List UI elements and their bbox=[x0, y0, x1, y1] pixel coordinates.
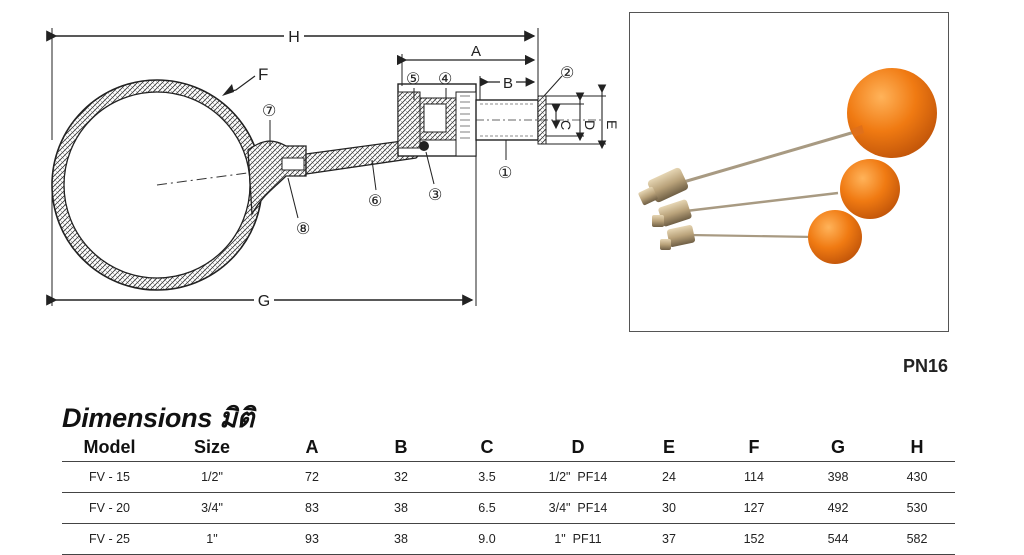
part-label-3: ③ bbox=[428, 187, 442, 204]
part-label-f: F bbox=[258, 65, 268, 84]
table-header-row: Model Size A B C D E F G H bbox=[62, 433, 955, 462]
part-label-7: ⑦ bbox=[262, 103, 276, 120]
dimension-a-label: A bbox=[471, 43, 481, 60]
header-h: H bbox=[910, 436, 924, 457]
float-ball-section bbox=[51, 79, 421, 291]
cell-f: 152 bbox=[711, 523, 797, 555]
header-model: Model bbox=[83, 436, 136, 457]
dimension-h: H bbox=[46, 28, 539, 140]
dimension-c-label: C bbox=[558, 120, 574, 130]
cell-b: 38 bbox=[357, 523, 445, 555]
cell-e: 30 bbox=[627, 492, 711, 524]
dimension-e-label: E bbox=[604, 120, 620, 129]
part-label-6: ⑥ bbox=[368, 193, 382, 210]
cell-model: FV - 20 bbox=[62, 492, 157, 524]
float-valve-small bbox=[660, 210, 862, 264]
cell-a: 83 bbox=[267, 492, 357, 524]
part-label-1: ① bbox=[498, 165, 512, 182]
dimension-cde: C D E bbox=[546, 84, 620, 150]
table-row: FV - 15 1/2" 72 32 3.5 1/2" PF14 24 114 … bbox=[62, 461, 955, 493]
dimension-d-label: D bbox=[582, 120, 598, 130]
cell-g: 544 bbox=[797, 523, 879, 555]
part-label-4: ④ bbox=[438, 71, 452, 88]
table-row: FV - 25 1" 93 38 9.0 1" PF11 37 152 544 … bbox=[62, 523, 955, 555]
cell-h: 530 bbox=[879, 492, 955, 524]
cell-c: 6.5 bbox=[445, 492, 529, 524]
cell-f: 127 bbox=[711, 492, 797, 524]
cell-c: 3.5 bbox=[445, 461, 529, 493]
cell-model: FV - 15 bbox=[62, 461, 157, 493]
part-label-5: ⑤ bbox=[406, 71, 420, 88]
cell-f: 114 bbox=[711, 461, 797, 493]
cell-b: 32 bbox=[357, 461, 445, 493]
cell-h: 430 bbox=[879, 461, 955, 493]
pressure-rating: PN16 bbox=[902, 356, 948, 376]
part-label-8: ⑧ bbox=[296, 221, 310, 238]
cell-d: 1/2" PF14 bbox=[529, 461, 627, 493]
header-size: Size bbox=[193, 436, 231, 457]
header-f: F bbox=[748, 436, 760, 457]
part-callouts: ① ② ③ ④ ⑤ ⑥ ⑦ ⑧ bbox=[262, 65, 574, 238]
dimension-b-label: B bbox=[503, 75, 513, 92]
dimension-b: B bbox=[479, 73, 536, 100]
header-e: E bbox=[662, 436, 675, 457]
float-valve-technical-drawing: H F A B bbox=[46, 28, 620, 310]
cell-size: 1/2" bbox=[157, 461, 267, 493]
float-valve-medium bbox=[652, 159, 900, 227]
cell-a: 93 bbox=[267, 523, 357, 555]
header-c: C bbox=[480, 436, 494, 457]
cell-e: 24 bbox=[627, 461, 711, 493]
cell-d: 1" PF11 bbox=[529, 523, 627, 555]
dimension-h-label: H bbox=[288, 29, 300, 46]
dimension-a: A bbox=[396, 43, 539, 96]
cell-model: FV - 25 bbox=[62, 523, 157, 555]
cell-d: 3/4" PF14 bbox=[529, 492, 627, 524]
cell-c: 9.0 bbox=[445, 523, 529, 555]
dimensions-title: Dimensions มิติ bbox=[62, 403, 254, 433]
float-valve-large bbox=[638, 68, 937, 206]
header-d: D bbox=[571, 436, 585, 457]
header-a: A bbox=[305, 436, 319, 457]
cell-b: 38 bbox=[357, 492, 445, 524]
float-valves-illustration bbox=[638, 68, 937, 264]
dimensions-table: Model Size A B C D E F G H FV - 15 1/2" … bbox=[62, 433, 955, 555]
cell-g: 492 bbox=[797, 492, 879, 524]
table-row: FV - 20 3/4" 83 38 6.5 3/4" PF14 30 127 … bbox=[62, 492, 955, 524]
part-label-2: ② bbox=[560, 65, 574, 82]
cell-a: 72 bbox=[267, 461, 357, 493]
product-photo bbox=[629, 12, 949, 332]
cell-size: 3/4" bbox=[157, 492, 267, 524]
dimension-g: G bbox=[46, 156, 477, 310]
valve-body bbox=[397, 83, 604, 157]
cell-g: 398 bbox=[797, 461, 879, 493]
cell-e: 37 bbox=[627, 523, 711, 555]
dimension-g-label: G bbox=[258, 293, 270, 310]
header-b: B bbox=[394, 436, 408, 457]
header-g: G bbox=[830, 436, 845, 457]
cell-h: 582 bbox=[879, 523, 955, 555]
cell-size: 1" bbox=[157, 523, 267, 555]
